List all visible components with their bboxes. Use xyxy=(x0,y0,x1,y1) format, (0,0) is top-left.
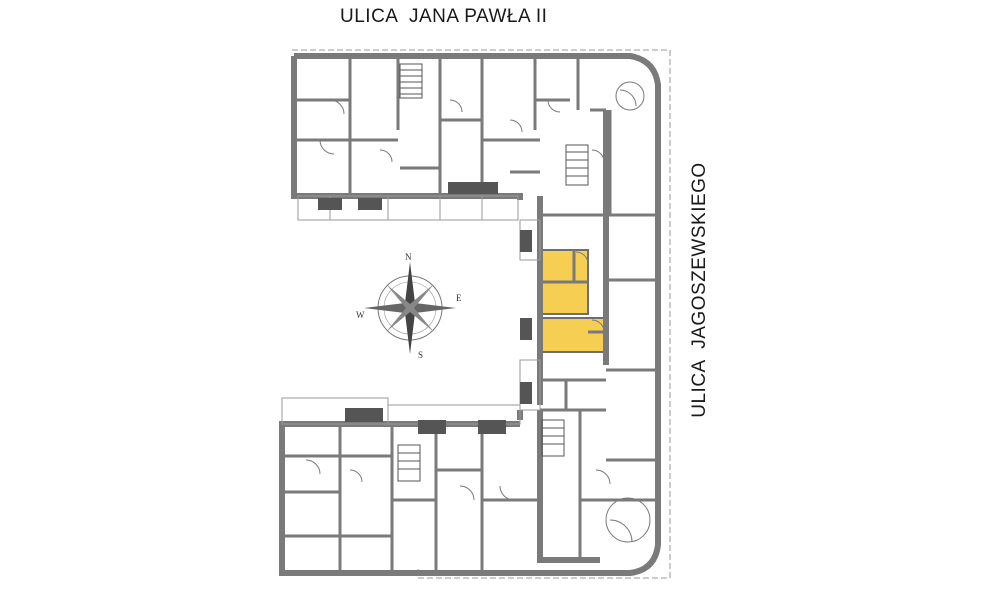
door-swings xyxy=(305,81,651,543)
compass-label-e: E xyxy=(456,293,462,303)
stair-blocks xyxy=(318,182,532,434)
building-walls xyxy=(279,53,661,576)
stair-cores xyxy=(397,63,589,482)
compass-label-w: W xyxy=(356,310,365,320)
balconies xyxy=(281,195,541,425)
compass-label-n: N xyxy=(405,252,412,262)
compass-label-s: S xyxy=(418,350,423,360)
highlighted-unit-lower[interactable] xyxy=(539,317,607,353)
street-label-north: ULICA JANA PAWŁA II xyxy=(340,6,548,27)
interior-partitions xyxy=(282,56,658,573)
compass-rose: N E S W xyxy=(356,252,462,360)
